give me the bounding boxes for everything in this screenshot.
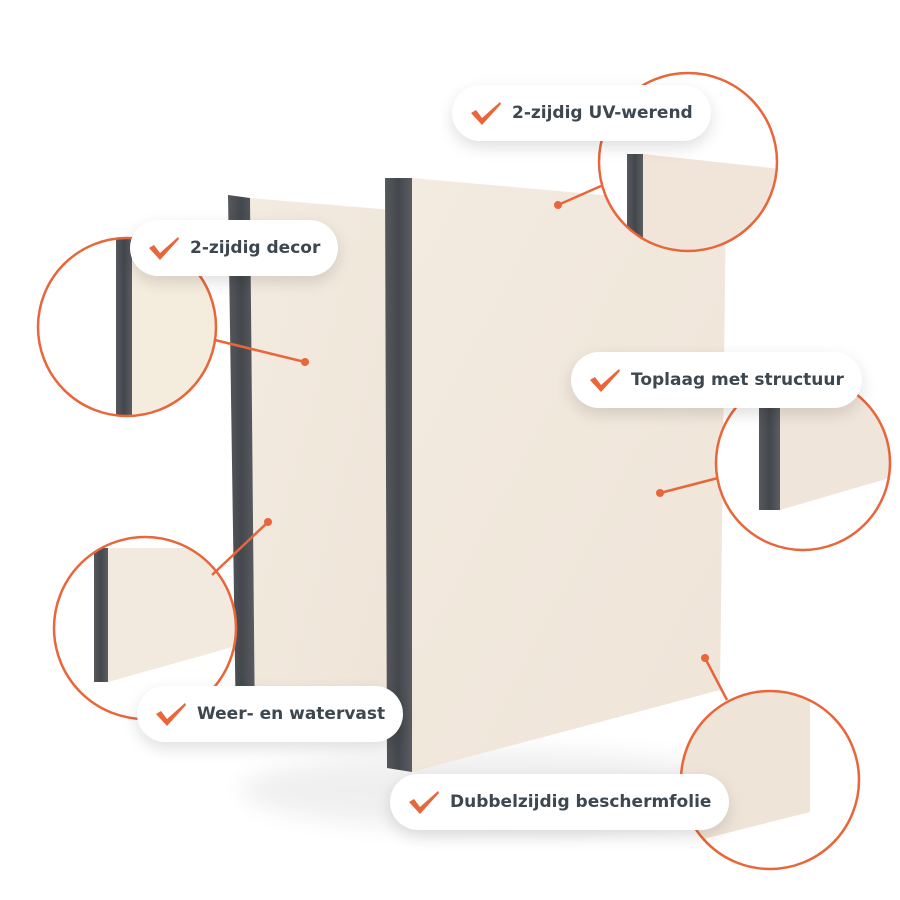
back-panel: [228, 195, 392, 735]
checkmark-icon: [471, 102, 501, 125]
feature-label-uv-resistant: 2-zijdig UV-werend: [452, 85, 711, 141]
checkmark-icon: [409, 791, 439, 814]
feature-label-waterproof: Weer- en watervast: [137, 686, 404, 742]
feature-text: Weer- en watervast: [197, 704, 386, 724]
checkmark-icon: [590, 369, 620, 392]
feature-text: Toplaag met structuur: [631, 370, 844, 390]
feature-label-structure: Toplaag met structuur: [571, 352, 862, 408]
feature-text: Dubbelzijdig beschermfolie: [450, 792, 712, 812]
feature-text: 2-zijdig UV-werend: [512, 103, 693, 123]
front-panel: [385, 178, 726, 772]
feature-label-decor: 2-zijdig decor: [130, 220, 339, 276]
feature-label-protective-foil: Dubbelzijdig beschermfolie: [390, 774, 730, 830]
feature-text: 2-zijdig decor: [190, 238, 321, 258]
checkmark-icon: [149, 237, 179, 260]
connectors: [211, 184, 729, 701]
checkmark-icon: [156, 703, 186, 726]
